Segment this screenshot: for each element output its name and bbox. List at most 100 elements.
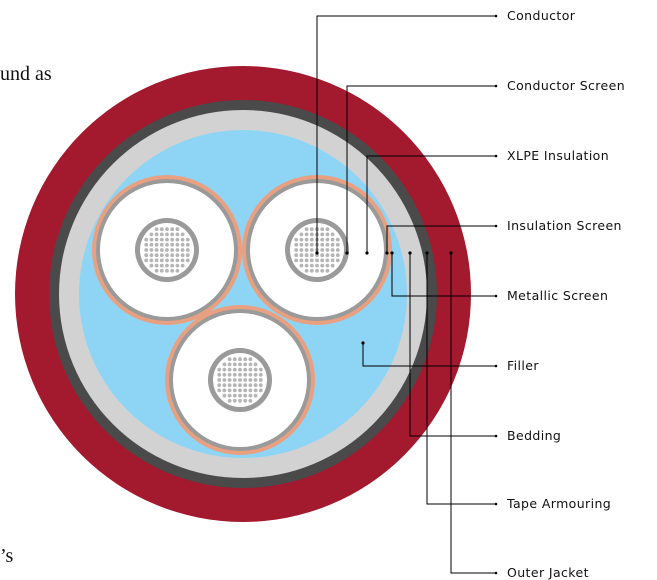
bedding-label: Bedding — [507, 428, 561, 443]
conductor-strand — [299, 263, 304, 268]
conductor-strand — [149, 263, 154, 268]
conductor-strand — [170, 237, 175, 242]
conductor-strand — [144, 242, 149, 247]
conductor-strand — [165, 253, 169, 258]
conductor-strand — [258, 372, 263, 377]
conductor-strand — [227, 372, 232, 377]
conductor-strand — [325, 268, 330, 273]
insulation-screen-label: Insulation Screen — [507, 218, 622, 233]
conductor-strand — [232, 367, 237, 372]
outer-jacket-pointer-dot — [449, 251, 453, 255]
conductor-screen-label-dot — [494, 84, 498, 88]
conductor-strand — [325, 242, 330, 247]
conductor-strand — [238, 378, 242, 382]
conductor-strand — [299, 237, 304, 242]
metallic-screen-pointer-dot — [390, 251, 394, 255]
conductor-strand — [294, 248, 299, 252]
conductor-strand — [243, 362, 248, 367]
conductor-strand — [330, 232, 335, 237]
xlpe-insulation-leader-line — [366, 155, 496, 253]
conductor-strand — [175, 227, 180, 232]
conductor-strand — [294, 242, 299, 247]
conductor-strand — [238, 383, 242, 388]
conductor-strand — [330, 263, 335, 268]
conductor-strand — [243, 383, 248, 388]
conductor-strand — [309, 248, 314, 252]
conductor-strand — [304, 232, 309, 237]
insulation-screen-leader-line — [386, 225, 496, 253]
conductor-strand — [248, 367, 253, 372]
conductor-strand — [253, 388, 258, 393]
conductor-strand — [309, 253, 314, 258]
conductor-strand — [149, 242, 154, 247]
xlpe-insulation-label: XLPE Insulation — [507, 148, 609, 163]
text-fragment-top: und as — [0, 63, 52, 85]
conductor-strand — [227, 388, 232, 393]
conductor-strand — [304, 268, 309, 273]
conductor-strand — [149, 232, 154, 237]
conductor-strand — [149, 248, 154, 252]
conductor-strand — [165, 268, 169, 273]
bedding-label-dot — [494, 434, 498, 438]
conductor-strand — [227, 367, 232, 372]
conductor-strand — [144, 237, 149, 242]
conductor-strand — [238, 388, 242, 393]
conductor-strand — [175, 258, 180, 263]
conductor-strand — [165, 232, 169, 237]
conductor-strand — [253, 378, 258, 382]
tape-armouring-leader-line — [426, 253, 496, 505]
conductor-strand — [165, 263, 169, 268]
conductor-strand — [299, 232, 304, 237]
conductor-screen-label: Conductor Screen — [507, 78, 625, 93]
conductor-strand — [165, 242, 169, 247]
conductor-label-dot — [494, 14, 498, 18]
conductor-strand — [170, 258, 175, 263]
conductor-strand — [154, 227, 159, 232]
conductor-strand — [335, 242, 340, 247]
conductor-strand — [320, 248, 325, 252]
conductor-strand — [185, 242, 190, 247]
conductor-strand — [154, 237, 159, 242]
tape-armouring-label-dot — [494, 502, 498, 506]
conductor-strand — [227, 357, 232, 362]
conductor-strand — [154, 268, 159, 273]
conductor-strand — [175, 242, 180, 247]
outer-jacket-leader-line — [450, 253, 496, 574]
conductor-strand — [170, 232, 175, 237]
conductor-strand — [144, 248, 149, 252]
conductor-strand — [185, 258, 190, 263]
conductor-strand — [217, 378, 222, 382]
conductor-strand — [227, 362, 232, 367]
conductor-strand — [315, 263, 319, 268]
conductor-strand — [294, 258, 299, 263]
insulation-screen-label-dot — [494, 224, 498, 228]
conductor-screen-leader-line — [346, 85, 496, 253]
conductor-strand — [159, 263, 164, 268]
conductor-strand — [175, 253, 180, 258]
conductor-strand — [154, 248, 159, 252]
conductor-strand — [222, 362, 227, 367]
conductor-strand — [325, 258, 330, 263]
text-fragment-bottom: ’s — [0, 545, 14, 567]
conductor-strand — [149, 258, 154, 263]
conductor-strand — [320, 237, 325, 242]
conductor-strand — [175, 237, 180, 242]
conductor-strand — [309, 263, 314, 268]
conductor-strand — [232, 357, 237, 362]
metallic-screen-label-dot — [494, 294, 498, 298]
conductor-strand — [258, 367, 263, 372]
conductor-strand — [232, 393, 237, 398]
conductor-screen-pointer-dot — [345, 251, 349, 255]
conductor-strand — [299, 258, 304, 263]
outer-jacket-label: Outer Jacket — [507, 565, 589, 580]
metallic-screen-leader-line — [391, 253, 496, 297]
conductor-strand — [165, 227, 169, 232]
conductor-strand — [232, 372, 237, 377]
conductor-strand — [309, 227, 314, 232]
conductor-strand — [154, 258, 159, 263]
conductor-strand — [175, 248, 180, 252]
conductor-strand — [154, 242, 159, 247]
conductor-strand — [325, 227, 330, 232]
